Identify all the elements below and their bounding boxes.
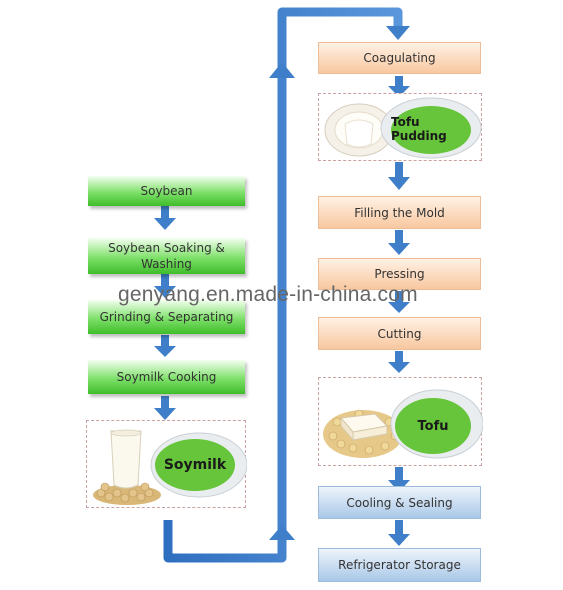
- step-label: Refrigerator Storage: [338, 558, 461, 572]
- step-label: Grinding & Separating: [99, 310, 234, 324]
- step-label: Filling the Mold: [354, 205, 445, 220]
- step-label: Soymilk Cooking: [116, 370, 217, 384]
- product-label-soymilk: Soymilk: [163, 457, 227, 473]
- step-soybean: Soybean: [88, 176, 245, 206]
- step-cutting: Cutting: [318, 317, 481, 350]
- big-connector-arrow: [163, 7, 403, 563]
- step-label: Coagulating: [363, 51, 436, 65]
- step-label: Soybean: [140, 184, 193, 198]
- connector-arrowhead-up-top: [269, 62, 295, 78]
- step-soaking-washing: Soybean Soaking & Washing: [88, 238, 245, 274]
- step-label: Cooling & Sealing: [346, 495, 453, 510]
- step-grinding-separating: Grinding & Separating: [88, 300, 245, 334]
- step-cooling-sealing: Cooling & Sealing: [318, 486, 481, 519]
- step-refrigerator-storage: Refrigerator Storage: [318, 548, 481, 582]
- step-filling-mold: Filling the Mold: [318, 196, 481, 229]
- step-label: Soybean Soaking & Washing: [108, 241, 225, 271]
- step-coagulating: Coagulating: [318, 42, 481, 74]
- product-tofu-pudding-panel: Tofu Pudding: [318, 93, 482, 161]
- soymilk-image: [93, 429, 247, 505]
- watermark: genyang.en.made-in-china.com: [118, 283, 418, 306]
- step-label: Pressing: [374, 267, 425, 281]
- connector-arrowhead-down: [386, 26, 410, 40]
- product-tofu-panel: Tofu: [318, 377, 483, 466]
- step-soymilk-cooking: Soymilk Cooking: [88, 360, 245, 394]
- step-pressing: Pressing: [318, 258, 481, 290]
- connector-arrowhead-up: [269, 525, 295, 540]
- tofu-pudding-image: [324, 97, 482, 159]
- product-label-tofu-pudding: Tofu Pudding: [391, 115, 447, 143]
- tofu-image: [323, 389, 483, 459]
- product-soymilk-panel: Soymilk: [86, 420, 247, 508]
- product-label-tofu: Tofu: [417, 418, 449, 434]
- step-label: Cutting: [377, 326, 422, 341]
